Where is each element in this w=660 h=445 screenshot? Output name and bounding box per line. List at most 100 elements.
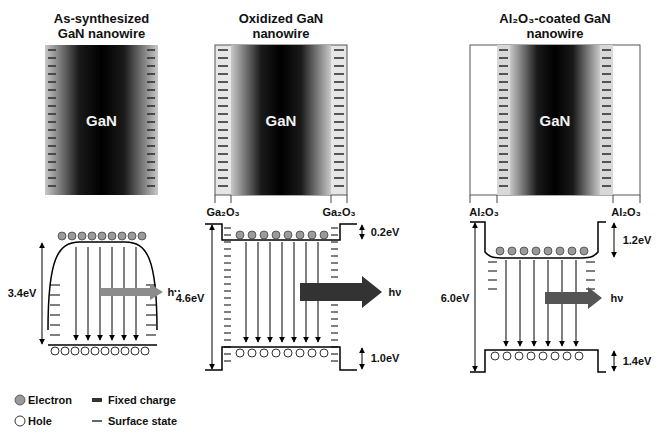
band-diagram-part [61,347,69,355]
band-diagram-part [331,361,338,362]
band-label: 3.4eV [7,287,38,300]
band-label: Al₂O₃ [468,206,500,219]
band-diagram-part [331,340,338,341]
nanowire-drawing-part [334,65,344,67]
band-diagram-part [146,305,156,306]
band-diagram-part [121,347,129,355]
band-diagram-part [50,295,60,296]
band-diagram-part [91,347,99,355]
band-diagram-part [331,235,338,236]
band-diagram-part [224,263,231,264]
band-diagram-part [614,223,615,257]
band-diagram-part [575,352,583,360]
nanowire-drawing-part [347,195,348,203]
nanowire-drawing-part [48,57,56,59]
nanowire-box: Oxidized GaN nanowireGaN [231,45,331,195]
band-diagram-part [527,352,535,360]
band-diagram-part [515,352,523,360]
band-diagram-part [520,260,521,346]
nanowire-drawing-part [499,185,508,187]
band-diagram-part [362,225,363,239]
band-diagram-part [272,231,280,239]
nanowire-drawing-part [499,81,508,83]
nanowire-drawing-part [48,161,56,163]
band-label: Ga₂O₃ [321,206,356,219]
nanowire-drawing-part [334,153,344,155]
band-diagram-part [300,276,382,308]
nanowire-drawing-part [218,145,228,147]
band-diagram-part [224,270,231,271]
nanowire-drawing-part [334,49,344,51]
nanowire-drawing-part [470,195,471,203]
band-diagram-part [212,225,213,369]
nanowire-drawing-part [499,113,508,115]
nanowire-drawing-part [600,45,613,195]
nanowire-drawing-part [218,153,228,155]
legend-symbols-part [92,420,102,421]
band-diagram-part [118,232,126,240]
band-diagram-part [506,260,507,346]
band-label: 1.0eV [370,352,401,365]
nanowire-drawing-part [48,153,56,155]
nanowire-drawing-part [147,81,155,83]
legend-symbols-part [15,395,25,405]
nanowire-drawing-part [602,145,611,147]
band-diagram-part [272,349,280,357]
nanowire-drawing-part [334,81,344,83]
nanowire-drawing-part [218,73,228,75]
band-diagram-part [545,287,602,309]
material-label: GaN [86,112,117,129]
band-diagram-part [331,270,338,271]
legend-text: Surface state [108,415,177,428]
nanowire-drawing-part [231,195,232,203]
nanowire-drawing-part [334,113,344,115]
nanowire-drawing-part [602,57,611,59]
nanowire-drawing-part [48,169,56,171]
nanowire-drawing-part [218,161,228,163]
nanowire-drawing-part [48,121,56,123]
nanowire-drawing-part [147,129,155,131]
nanowire-drawing-part [334,169,344,171]
band-diagram-part [488,289,497,290]
nanowire-drawing-part [48,97,56,99]
nanowire-drawing-part [218,185,228,187]
nanowire-drawing-part [499,57,508,59]
nanowire-drawing-part [147,137,155,139]
band-diagram-part [81,347,89,355]
band-diagram-part [544,247,552,255]
band-diagram-part [496,247,504,255]
band-diagram-part [331,312,338,313]
band-diagram-part [331,354,338,355]
nanowire-drawing-part [45,45,158,195]
nanowire-drawing-part [602,65,611,67]
nanowire-drawing-part [147,145,155,147]
nanowire-drawing-part [147,177,155,179]
band-diagram-part [551,352,559,360]
band-diagram-part [101,347,109,355]
band-label: Ga₂O₃ [205,206,240,219]
band-diagram-part [131,347,139,355]
nanowire-drawing-part [602,105,611,107]
band-diagram-part [308,231,316,239]
band-diagram-part [320,231,328,239]
band-diagram-part [586,280,595,281]
nanowire-drawing-part [334,185,344,187]
band-diagram-part [260,231,268,239]
nanowire-box: Al₂O₃-coated GaN nanowireGaN [510,45,600,195]
band-diagram-part [224,298,231,299]
band-diagram-part [224,284,231,285]
nanowire-drawing-part [602,161,611,163]
band-diagram-part [100,284,163,300]
nanowire-drawing-part [497,195,498,203]
band-label: 1.2eV [622,234,653,247]
nanowire-drawing-part [147,113,155,115]
nanowire-drawing-part [147,121,155,123]
nanowire-drawing-part [147,97,155,99]
band-diagram-part [224,228,231,229]
band-diagram-part [88,247,89,340]
band-diagram-part [88,232,96,240]
band-diagram-part [260,349,268,357]
nanowire-drawing-part [602,81,611,83]
legend-text: Hole [28,415,52,428]
